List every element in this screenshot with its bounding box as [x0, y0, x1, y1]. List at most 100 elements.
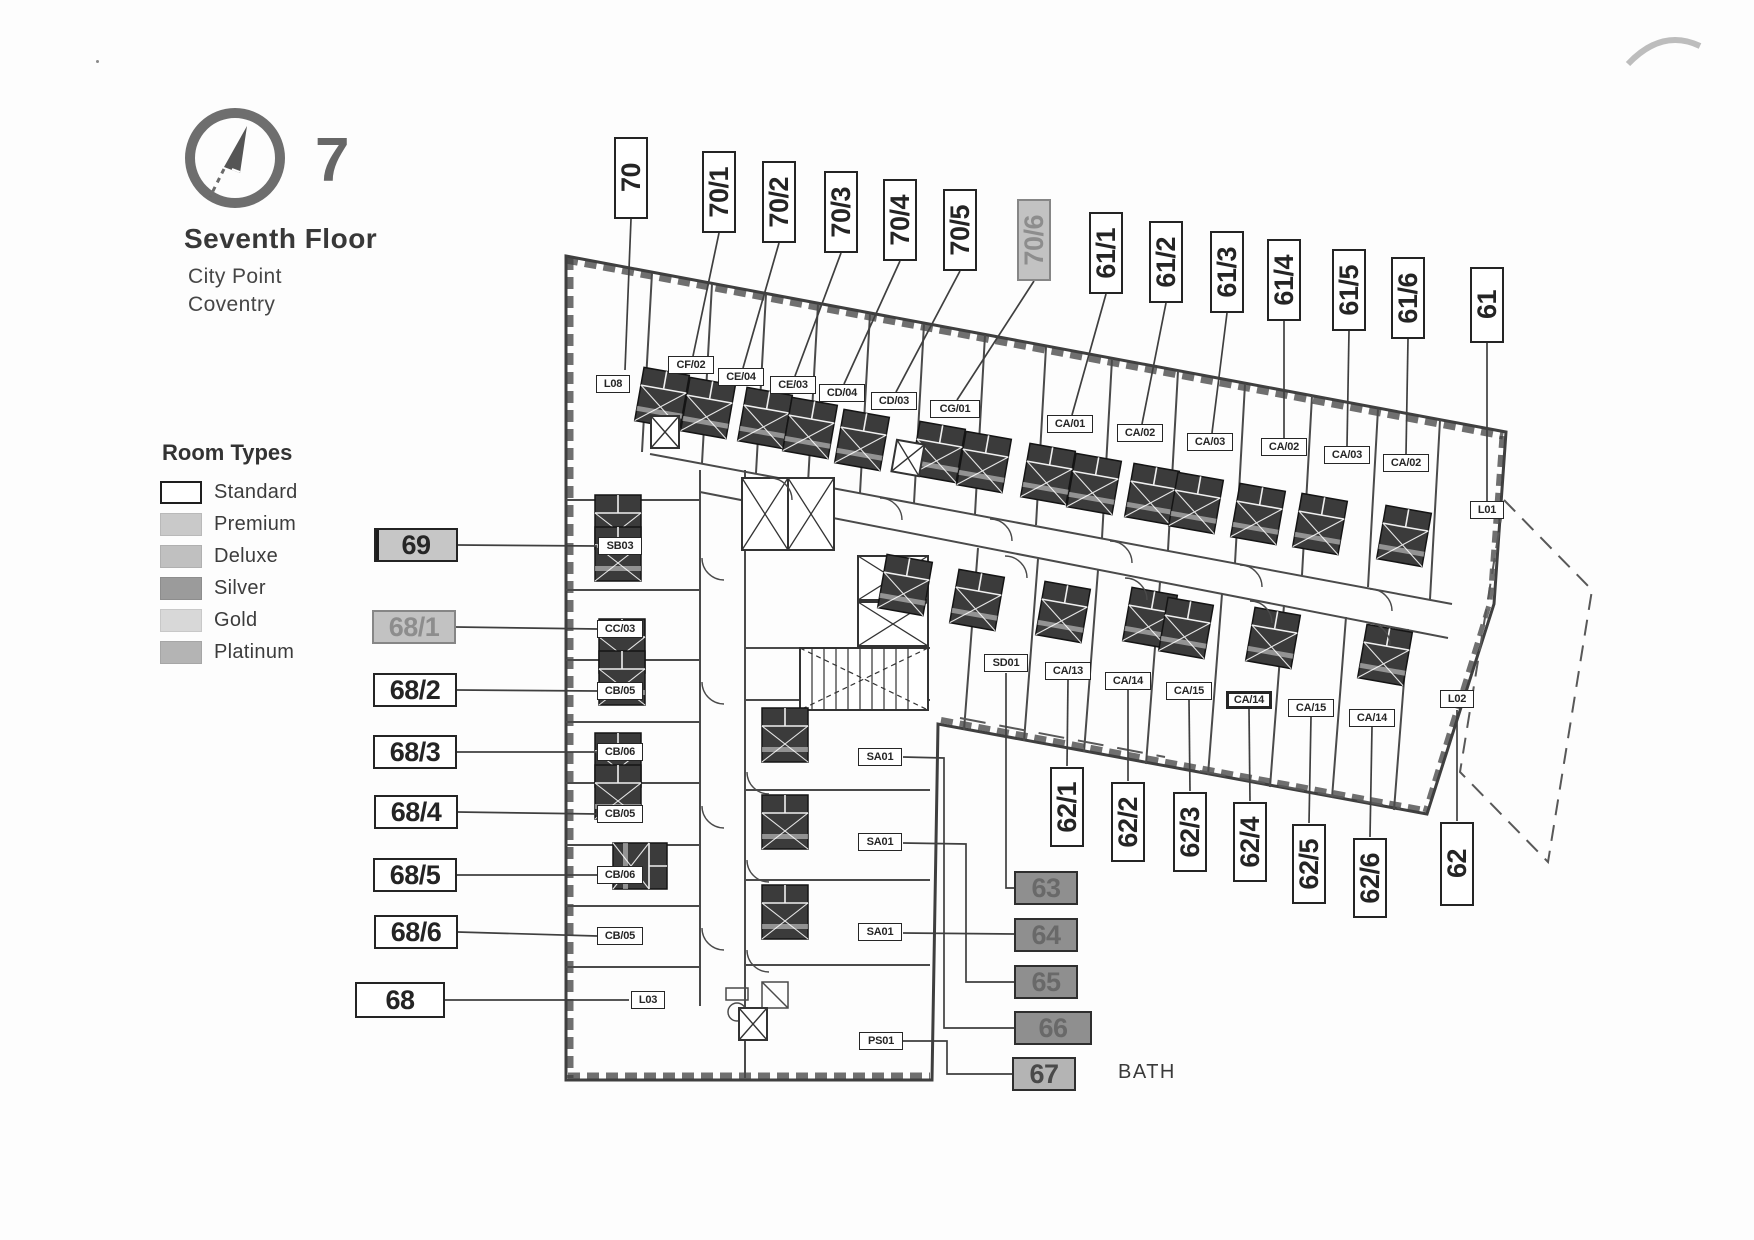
room-code-cg-01: CG/01	[930, 400, 980, 418]
room-callout-text: 61/1	[1090, 227, 1121, 279]
room-callout-70-3: 70/3	[824, 171, 858, 253]
room-callout-62-1: 62/1	[1050, 767, 1084, 847]
legend-label: Deluxe	[214, 545, 279, 567]
leader-line-70-5	[895, 270, 961, 393]
floor-number: 7	[315, 126, 350, 195]
leader-line-70-6	[956, 280, 1035, 401]
room-code-ca-02: CA/02	[1261, 438, 1307, 456]
room-callout-61-1: 61/1	[1089, 212, 1123, 294]
leader-line-63	[1005, 673, 1014, 889]
room-callout-61-5: 61/5	[1332, 249, 1366, 331]
leader-line-68-6	[457, 931, 598, 937]
room-callout-text: 62/6	[1354, 852, 1385, 904]
leader-line-62-3	[1188, 699, 1191, 792]
room-code-l02: L02	[1440, 690, 1474, 708]
room-code-cc-03: CC/03	[597, 620, 643, 638]
room-code-ps01: PS01	[859, 1032, 903, 1050]
room-callout-61-3: 61/3	[1210, 231, 1244, 313]
room-code-cb-05: CB/05	[597, 805, 643, 823]
legend-label: Platinum	[214, 641, 295, 663]
scan-dot-artifact	[96, 60, 99, 63]
room-callout-text: 61/3	[1211, 246, 1242, 298]
room-code-ca-01: CA/01	[1047, 415, 1093, 433]
room-code-cb-06: CB/06	[597, 743, 643, 761]
room-callout-70-6: 70/6	[1017, 199, 1051, 281]
room-callout-68-3: 68/3	[373, 735, 457, 769]
legend-item-gold: Gold	[160, 608, 298, 633]
room-callout-65: 65	[1014, 965, 1078, 999]
room-code-cf-02: CF/02	[668, 356, 714, 374]
room-code-ca-15: CA/15	[1288, 699, 1334, 717]
room-code-l08: L08	[596, 375, 630, 393]
legend-item-deluxe: Deluxe	[160, 544, 298, 569]
room-code-ca-14: CA/14	[1226, 691, 1272, 709]
standard-swatch	[160, 481, 202, 504]
room-callout-text: 68/1	[388, 611, 440, 642]
room-callout-62-6: 62/6	[1353, 838, 1387, 918]
room-callout-text: 61	[1471, 290, 1502, 320]
room-callout-text: 68/4	[390, 796, 442, 827]
leader-line-70-3	[794, 252, 842, 377]
leader-line-62-5	[1308, 716, 1312, 824]
room-code-sd01: SD01	[984, 654, 1028, 672]
room-callout-68: 68	[355, 982, 445, 1018]
room-callout-67: 67	[1012, 1057, 1076, 1091]
leader-line-61-3	[1211, 312, 1228, 434]
room-callout-66: 66	[1014, 1011, 1092, 1045]
leader-line-70-1	[692, 232, 720, 357]
leader-line-61-2	[1141, 302, 1167, 425]
room-code-ca-14: CA/14	[1105, 672, 1151, 690]
room-callout-text: 65	[1031, 966, 1061, 997]
room-callout-68-6: 68/6	[374, 915, 458, 949]
room-callout-text: 70/5	[944, 204, 975, 256]
leader-line-70-2	[742, 242, 780, 369]
room-callout-62-4: 62/4	[1233, 802, 1267, 882]
room-code-cb-06: CB/06	[597, 866, 643, 884]
leader-line-62-1	[1066, 679, 1069, 767]
legend-label: Silver	[214, 577, 266, 599]
legend-item-standard: Standard	[160, 480, 298, 505]
room-callout-70-4: 70/4	[883, 179, 917, 261]
scan-swoosh-artifact	[1625, 37, 1702, 67]
room-callout-text: 70	[615, 163, 646, 193]
room-callout-text: 61/2	[1150, 236, 1181, 288]
room-code-ca-15: CA/15	[1166, 682, 1212, 700]
room-callout-61: 61	[1470, 267, 1504, 343]
room-code-sb03: SB03	[598, 537, 642, 555]
room-code-ce-03: CE/03	[770, 376, 816, 394]
room-code-sa01: SA01	[858, 923, 902, 941]
room-code-ca-13: CA/13	[1045, 662, 1091, 680]
platinum-swatch	[160, 641, 202, 664]
room-callout-text: 68/2	[389, 674, 441, 705]
room-callout-text: 70/4	[884, 194, 915, 246]
leader-line-61-6	[1405, 338, 1409, 455]
room-callout-text: 70/6	[1018, 214, 1049, 266]
room-code-cd-04: CD/04	[819, 384, 865, 402]
room-callout-69: 69	[374, 528, 458, 562]
room-callout-text: 61/5	[1333, 264, 1364, 316]
leader-line-68-1	[455, 626, 598, 630]
room-callout-text: 62/2	[1112, 796, 1143, 848]
room-callout-62-5: 62/5	[1292, 824, 1326, 904]
building-name-line1: City Point	[188, 265, 282, 288]
room-callout-text: 64	[1031, 919, 1061, 950]
room-code-cb-05: CB/05	[597, 927, 643, 945]
legend-label: Standard	[214, 481, 298, 503]
leader-line-70	[624, 218, 632, 371]
room-callout-text: 66	[1038, 1012, 1068, 1043]
premium-swatch	[160, 513, 202, 536]
room-callout-64: 64	[1014, 918, 1078, 952]
room-callout-68-5: 68/5	[373, 858, 457, 892]
leader-line-68-2	[456, 689, 598, 692]
room-callout-text: 62/4	[1234, 816, 1265, 868]
room-callout-70-1: 70/1	[702, 151, 736, 233]
room-callout-62-3: 62/3	[1173, 792, 1207, 872]
room-callout-text: 70/1	[703, 166, 734, 218]
legend-title: Room Types	[162, 440, 293, 465]
gold-swatch	[160, 609, 202, 632]
